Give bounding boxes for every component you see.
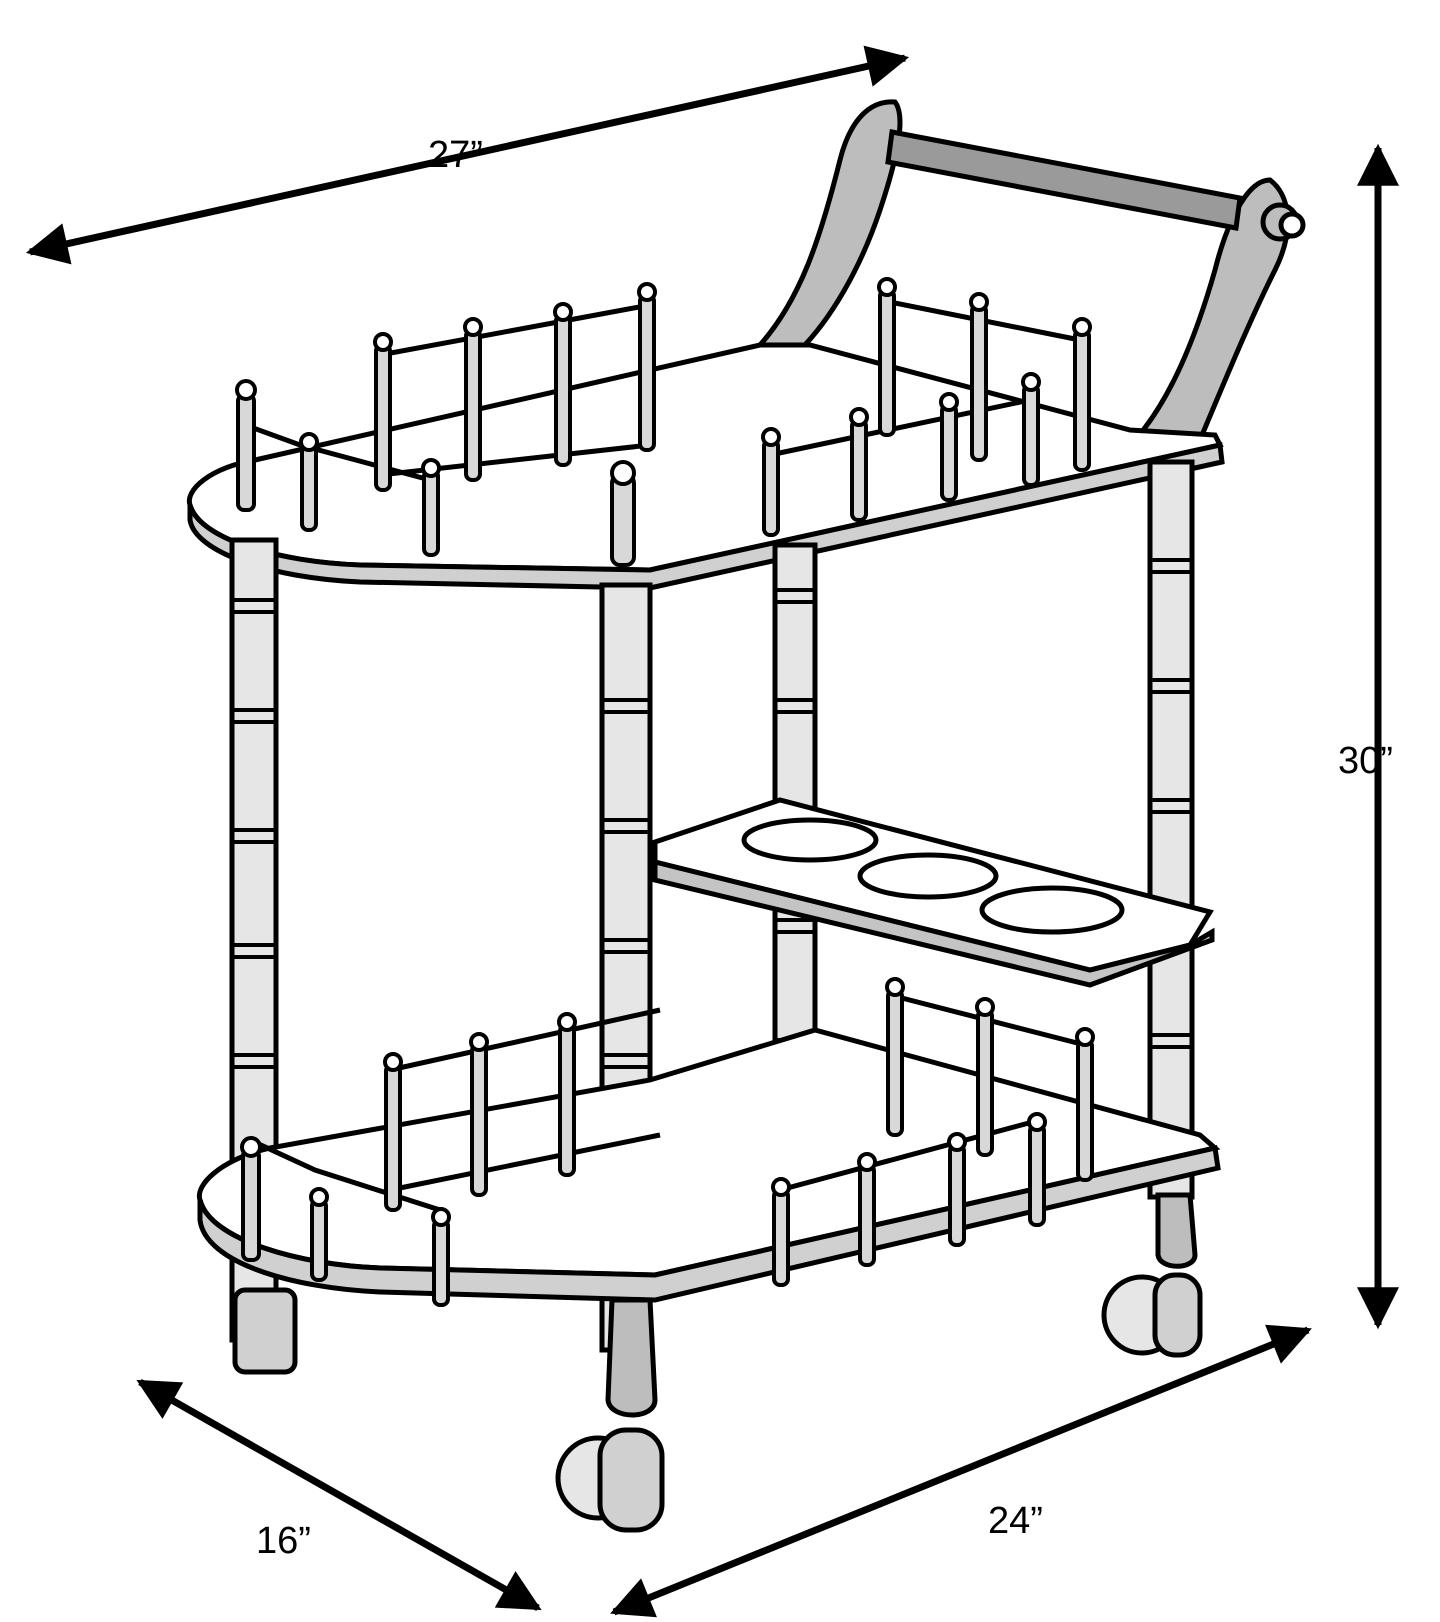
length-dimension-label: 24”	[988, 1500, 1043, 1542]
bottle-hole-3	[979, 885, 1125, 935]
length-arrow	[610, 1324, 1312, 1618]
width-arrow	[25, 45, 910, 265]
depth-arrow	[136, 1378, 542, 1612]
width-dimension-label: 27”	[428, 134, 483, 176]
wheel-back-left	[232, 1287, 298, 1375]
height-dimension-label: 30”	[1338, 740, 1393, 782]
dimension-arrows	[25, 45, 1399, 1618]
cart-wheels	[232, 1192, 1203, 1533]
bottle-hole-1	[741, 817, 879, 863]
bottle-hole-2	[857, 852, 999, 900]
top-tray	[186, 342, 1225, 591]
cart-handle	[754, 99, 1306, 443]
depth-dimension-label: 16”	[256, 1520, 311, 1562]
bottom-tray	[196, 1027, 1221, 1303]
spindle-finials	[235, 277, 1095, 1227]
bottle-rack-shelf	[652, 797, 1215, 988]
